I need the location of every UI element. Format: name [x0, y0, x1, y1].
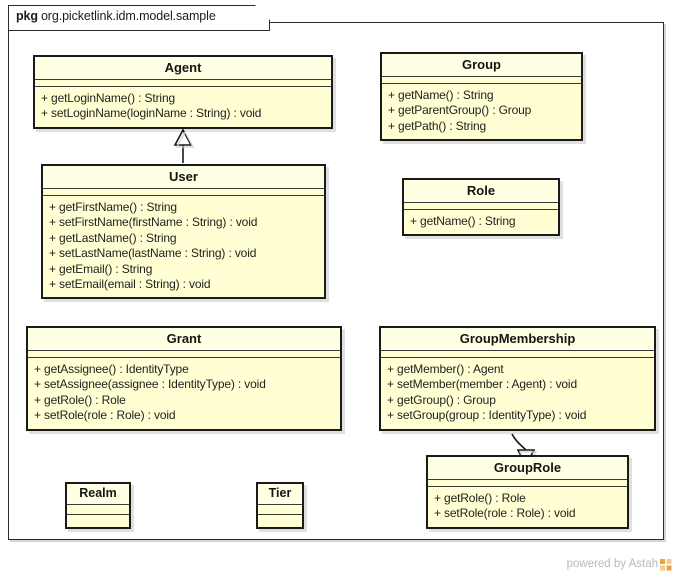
operation: + getGroup() : Group [387, 392, 496, 407]
class-attributes-agent [35, 80, 331, 87]
class-attributes-realm [67, 505, 129, 515]
class-name-group: Group [382, 54, 581, 77]
operation: + getEmail() : String [49, 261, 153, 276]
class-box-grouprole[interactable]: GroupRole + getRole() : Role + setRole(r… [426, 455, 629, 529]
package-tab [8, 5, 270, 31]
class-operations-grant: + getAssignee() : IdentityType + setAssi… [28, 358, 340, 429]
class-name-groupmembership: GroupMembership [381, 328, 654, 351]
class-attributes-role [404, 203, 558, 210]
class-attributes-group [382, 77, 581, 84]
watermark-text: powered by Astah [566, 558, 658, 570]
class-name-tier: Tier [258, 484, 302, 505]
operation: + setAssignee(assignee : IdentityType) :… [34, 377, 266, 392]
class-operations-realm [67, 515, 129, 527]
class-attributes-grant [28, 351, 340, 358]
class-operations-grouprole: + getRole() : Role + setRole(role : Role… [428, 487, 627, 527]
class-box-realm[interactable]: Realm [65, 482, 131, 529]
operation: + getName() : String [388, 88, 494, 102]
class-name-realm: Realm [67, 484, 129, 505]
class-operations-role: + getName() : String [404, 210, 558, 235]
class-name-agent: Agent [35, 57, 331, 80]
operation: + setLoginName(loginName : String) : voi… [41, 106, 262, 121]
class-operations-tier [258, 515, 302, 527]
operation: + getRole() : Role [434, 491, 526, 505]
operation: + setFirstName(firstName : String) : voi… [49, 215, 258, 230]
class-operations-agent: + getLoginName() : String + setLoginName… [35, 87, 331, 127]
class-attributes-groupmembership [381, 351, 654, 358]
class-box-agent[interactable]: Agent + getLoginName() : String + setLog… [33, 55, 333, 129]
operation: + getLoginName() : String [41, 91, 175, 105]
class-operations-group: + getName() : String + getParentGroup() … [382, 84, 581, 140]
class-box-user[interactable]: User + getFirstName() : String + setFirs… [41, 164, 326, 300]
class-attributes-grouprole [428, 480, 627, 487]
operation: + setGroup(group : IdentityType) : void [387, 408, 587, 423]
class-name-role: Role [404, 180, 558, 203]
class-attributes-tier [258, 505, 302, 515]
watermark: powered by Astah [566, 558, 672, 571]
operation: + setEmail(email : String) : void [49, 277, 211, 292]
operation: + getName() : String [410, 214, 516, 228]
class-attributes-user [43, 189, 324, 196]
operation: + setLastName(lastName : String) : void [49, 246, 257, 261]
operation: + setRole(role : Role) : void [34, 408, 176, 423]
class-box-group[interactable]: Group + getName() : String + getParentGr… [380, 52, 583, 142]
class-name-user: User [43, 166, 324, 189]
class-box-grant[interactable]: Grant + getAssignee() : IdentityType + s… [26, 326, 342, 431]
class-name-grouprole: GroupRole [428, 457, 627, 480]
operation: + getLastName() : String [49, 230, 177, 245]
class-box-tier[interactable]: Tier [256, 482, 304, 529]
operation: + getAssignee() : IdentityType [34, 362, 189, 376]
operation: + getFirstName() : String [49, 200, 177, 214]
operation: + getRole() : Role [34, 392, 126, 407]
operation: + setRole(role : Role) : void [434, 506, 576, 521]
class-box-role[interactable]: Role + getName() : String [402, 178, 560, 237]
class-operations-user: + getFirstName() : String + setFirstName… [43, 196, 324, 298]
package-tab-seam [9, 22, 259, 25]
package-keyword: pkg [16, 9, 38, 23]
operation: + setMember(member : Agent) : void [387, 377, 577, 392]
class-name-grant: Grant [28, 328, 340, 351]
class-operations-groupmembership: + getMember() : Agent + setMember(member… [381, 358, 654, 429]
operation: + getParentGroup() : Group [388, 103, 532, 118]
class-box-groupmembership[interactable]: GroupMembership + getMember() : Agent + … [379, 326, 656, 431]
operation: + getMember() : Agent [387, 362, 504, 376]
astah-logo-icon [660, 559, 672, 571]
operation: + getPath() : String [388, 118, 487, 133]
package-qualified-name: org.picketlink.idm.model.sample [40, 9, 216, 23]
